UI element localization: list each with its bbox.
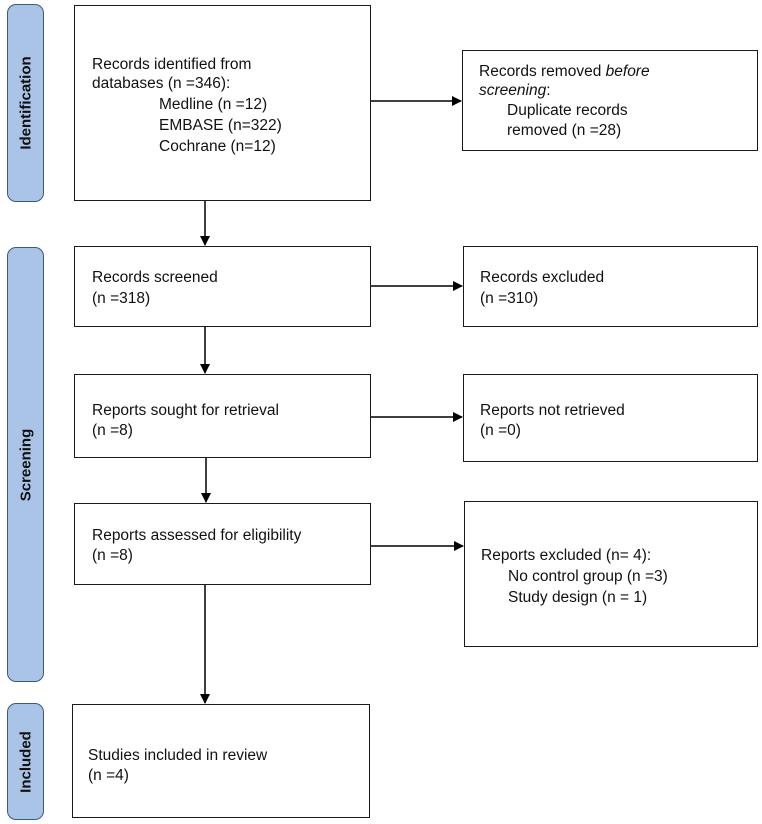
stage-identification: Identification	[7, 4, 44, 202]
records-screened-label: Records screened	[92, 269, 218, 286]
reports-not-retrieved-label: Reports not retrieved	[480, 402, 625, 419]
source-embase: EMBASE (n=322)	[159, 117, 282, 134]
records-excluded-label: Records excluded	[480, 269, 605, 286]
studies-included-count: (n =4)	[88, 767, 129, 784]
reports-excluded-label: Reports excluded (n= 4):	[481, 547, 652, 564]
records-identified-total: databases (n =346):	[92, 75, 231, 92]
stage-screening: Screening	[7, 247, 44, 682]
records-removed-title: Records removed before	[479, 63, 650, 80]
reports-sought-box: Reports sought for retrieval (n =8)	[74, 374, 371, 458]
duplicate-records: Duplicate records	[507, 102, 628, 119]
records-excluded-box: Records excluded (n =310)	[463, 246, 758, 327]
reports-not-retrieved-box: Reports not retrieved (n =0)	[463, 374, 758, 462]
reports-assessed-label: Reports assessed for eligibility	[92, 527, 302, 544]
reports-assessed-box: Reports assessed for eligibility (n =8)	[74, 503, 371, 585]
source-medline: Medline (n =12)	[159, 96, 268, 113]
records-removed-title-cont: screening:	[479, 82, 551, 99]
reports-sought-label: Reports sought for retrieval	[92, 402, 279, 419]
studies-included-box: Studies included in review (n =4)	[72, 704, 370, 818]
reports-not-retrieved-count: (n =0)	[480, 422, 521, 439]
reports-assessed-count: (n =8)	[92, 547, 133, 564]
records-identified-title: Records identified from	[92, 56, 252, 73]
reports-excluded-box: Reports excluded (n= 4): No control grou…	[464, 501, 758, 647]
records-identified-box: Records identified from databases (n =34…	[74, 5, 371, 201]
reports-sought-count: (n =8)	[92, 422, 133, 439]
reason-no-control-group: No control group (n =3)	[508, 568, 668, 585]
records-screened-count: (n =318)	[92, 290, 151, 307]
stage-included: Included	[7, 703, 44, 820]
studies-included-label: Studies included in review	[88, 747, 268, 764]
duplicate-records-count: removed (n =28)	[507, 122, 622, 139]
records-screened-box: Records screened (n =318)	[74, 246, 371, 327]
reason-study-design: Study design (n = 1)	[508, 589, 648, 606]
records-excluded-count: (n =310)	[480, 290, 539, 307]
records-removed-box: Records removed before screening: Duplic…	[462, 50, 758, 151]
source-cochrane: Cochrane (n=12)	[159, 138, 276, 155]
